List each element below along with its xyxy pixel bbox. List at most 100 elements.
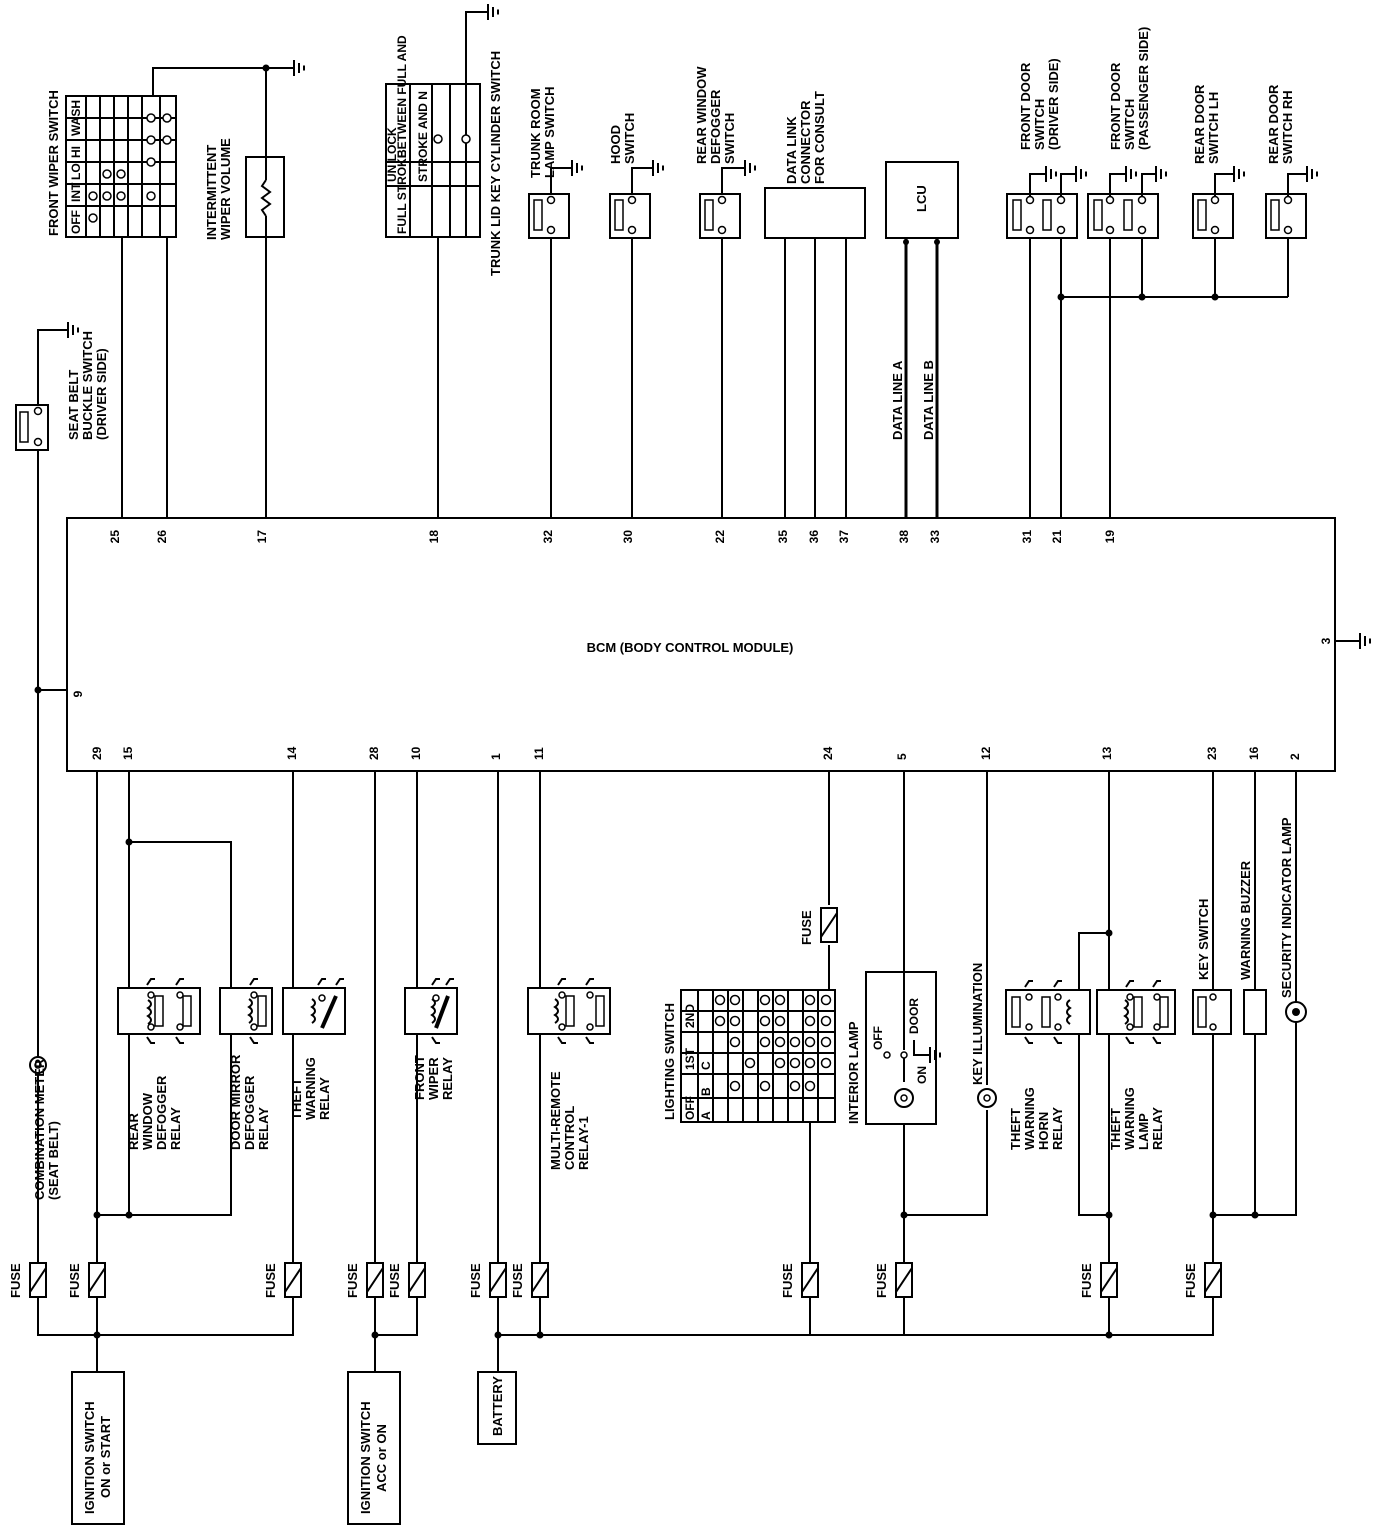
rear-door-lh-label: REAR DOOR SWITCH LH (1192, 84, 1221, 164)
pin-label: 33 (928, 530, 942, 544)
svg-text:DEFOGGER: DEFOGGER (708, 89, 723, 164)
fuse: FUSE (8, 1262, 47, 1298)
svg-text:FUSE: FUSE (510, 1263, 525, 1298)
fuse: FUSE (67, 1262, 106, 1298)
pin-label: 26 (155, 530, 169, 544)
svg-text:BUCKLE SWITCH: BUCKLE SWITCH (80, 331, 95, 440)
seat-belt-buckle-switch: SEAT BELT BUCKLE SWITCH (DRIVER SIDE) (15, 321, 109, 451)
lighting-switch: OFF 1ST 2ND A B C LIGHTING SWITCH (662, 989, 836, 1123)
fuse: FUSE (263, 1262, 302, 1298)
svg-text:WARNING: WARNING (1022, 1087, 1037, 1150)
fuse: FUSE (874, 1262, 913, 1298)
security-indicator-lamp: SECURITY INDICATOR LAMP (1279, 817, 1307, 1023)
front-door-switch-passenger: FRONT DOOR SWITCH (PASSENGER SIDE) (1087, 27, 1167, 239)
bcm-label: BCM (BODY CONTROL MODULE) (587, 640, 794, 655)
rear-door-rh-label: REAR DOOR SWITCH RH (1266, 84, 1295, 164)
svg-text:REAR WINDOW: REAR WINDOW (694, 66, 709, 164)
theft-warning-relay: THEFT WARNING RELAY (282, 978, 346, 1120)
svg-text:FUSE: FUSE (780, 1263, 795, 1298)
hood-label: HOOD SWITCH (608, 113, 637, 164)
svg-text:FUSE: FUSE (468, 1263, 483, 1298)
svg-text:FUSE: FUSE (345, 1263, 360, 1298)
svg-text:WARNING: WARNING (1122, 1087, 1137, 1150)
top-wires (34, 68, 1289, 1263)
pin-label: 12 (979, 746, 993, 760)
interior-lamp-label: INTERIOR LAMP (846, 1021, 861, 1124)
fuse: FUSE (387, 1262, 426, 1298)
key-illumination-label: KEY ILLUMINATION (970, 963, 985, 1085)
svg-text:HORN: HORN (1036, 1112, 1051, 1150)
svg-text:CONNECTOR: CONNECTOR (798, 100, 813, 184)
svg-text:SEAT BELT: SEAT BELT (66, 370, 81, 440)
pin-label: 21 (1050, 530, 1064, 544)
front-wiper-relay: FRONT WIPER RELAY (404, 978, 458, 1100)
key-switch-label: KEY SWITCH (1196, 899, 1211, 980)
lighting-switch-states: OFF 1ST 2ND A B C (683, 1004, 713, 1120)
svg-text:THEFT: THEFT (289, 1078, 304, 1120)
pin-label: 15 (121, 746, 135, 760)
svg-text:WIPER: WIPER (426, 1057, 441, 1100)
front-wiper-switch: OFF INT LO HI WASH FRONT WIPER SWITCH (46, 59, 305, 238)
svg-text:IGNITION SWITCH: IGNITION SWITCH (82, 1401, 97, 1514)
svg-text:1ST: 1ST (683, 1047, 697, 1070)
svg-text:(DRIVER SIDE): (DRIVER SIDE) (94, 348, 109, 440)
ignition-switch-acc-on: IGNITION SWITCH ACC or ON (347, 1371, 401, 1525)
trunk-lid-states: FULL STROKE BETWEEN FULL AND UN LOCK STR… (385, 35, 430, 234)
svg-text:UN LOCK: UN LOCK (385, 127, 399, 182)
pin-label: 28 (367, 746, 381, 760)
svg-text:ON: ON (915, 1066, 929, 1084)
svg-text:FRONT DOOR: FRONT DOOR (1018, 62, 1033, 150)
door-mirror-relay-label: DOOR MIRROR DEFOGGER RELAY (228, 1054, 271, 1150)
svg-text:LO: LO (69, 163, 83, 180)
pin-label: 2 (1288, 753, 1302, 760)
rear-defogger-switch-label: REAR WINDOW DEFOGGER SWITCH (694, 66, 737, 164)
svg-text:WIPER VOLUME: WIPER VOLUME (218, 138, 233, 240)
battery-label: BATTERY (490, 1376, 505, 1436)
svg-text:FULL STROKE: FULL STROKE (395, 150, 409, 234)
data-line-a-label: DATA LINE A (890, 360, 905, 440)
svg-text:(DRIVER SIDE): (DRIVER SIDE) (1046, 58, 1061, 150)
svg-text:MULTI-REMOTE: MULTI-REMOTE (548, 1071, 563, 1170)
rear-defogger-switch: REAR WINDOW DEFOGGER SWITCH (694, 66, 756, 239)
svg-text:RELAY: RELAY (317, 1077, 332, 1120)
key-switch: KEY SWITCH (1192, 899, 1232, 1035)
pin-label: 11 (532, 747, 546, 760)
pin-label: 35 (776, 530, 790, 544)
multi-remote-control-relay: MULTI-REMOTE CONTROL RELAY-1 (527, 978, 611, 1170)
front-wiper-switch-label: FRONT WIPER SWITCH (46, 90, 61, 236)
svg-text:DEFOGGER: DEFOGGER (154, 1075, 169, 1150)
svg-text:(SEAT BELT): (SEAT BELT) (46, 1121, 61, 1200)
svg-text:OFF: OFF (683, 1096, 697, 1120)
battery: BATTERY (477, 1371, 517, 1445)
bcm-module: BCM (BODY CONTROL MODULE) 25 26 17 18 32… (66, 517, 1336, 772)
front-door-driver-label: FRONT DOOR SWITCH (DRIVER SIDE) (1018, 58, 1061, 150)
svg-text:SWITCH: SWITCH (722, 113, 737, 164)
fuse: FUSE (468, 1262, 507, 1298)
lamp-relay-label: THEFT WARNING LAMP RELAY (1108, 1087, 1165, 1150)
theft-warning-horn-relay: THEFT WARNING HORN RELAY (1005, 980, 1091, 1150)
svg-text:FOR CONSULT: FOR CONSULT (812, 91, 827, 184)
horn-relay-label: THEFT WARNING HORN RELAY (1008, 1087, 1065, 1150)
svg-text:FUSE: FUSE (874, 1263, 889, 1298)
svg-text:SWITCH: SWITCH (1032, 99, 1047, 150)
pin-label: 17 (255, 530, 269, 544)
rear-defogger-relay-label: REAR WINDOW DEFOGGER RELAY (126, 1075, 183, 1150)
warning-buzzer: WARNING BUZZER (1238, 860, 1267, 1035)
svg-text:REAR DOOR: REAR DOOR (1192, 84, 1207, 164)
svg-text:OFF: OFF (69, 210, 83, 234)
lcu-label: LCU (914, 185, 929, 212)
pin-label: 32 (541, 530, 555, 544)
data-link-connector: DATA LINK CONNECTOR FOR CONSULT (764, 91, 866, 239)
security-lamp-label: SECURITY INDICATOR LAMP (1279, 817, 1294, 998)
svg-text:REAR: REAR (126, 1113, 141, 1150)
svg-text:FUSE: FUSE (67, 1263, 82, 1298)
svg-text:WASH: WASH (69, 100, 83, 136)
ignition-switch-on-start: IGNITION SWITCH ON or START (71, 1371, 125, 1525)
svg-text:IGNITION SWITCH: IGNITION SWITCH (358, 1401, 373, 1514)
key-illumination: KEY ILLUMINATION (970, 963, 997, 1108)
ignition-on-start-label: IGNITION SWITCH ON or START (82, 1401, 113, 1514)
pin-label: 1 (489, 753, 503, 760)
front-door-switch-driver: FRONT DOOR SWITCH (DRIVER SIDE) (1006, 58, 1087, 239)
svg-text:FUSE: FUSE (1079, 1263, 1094, 1298)
